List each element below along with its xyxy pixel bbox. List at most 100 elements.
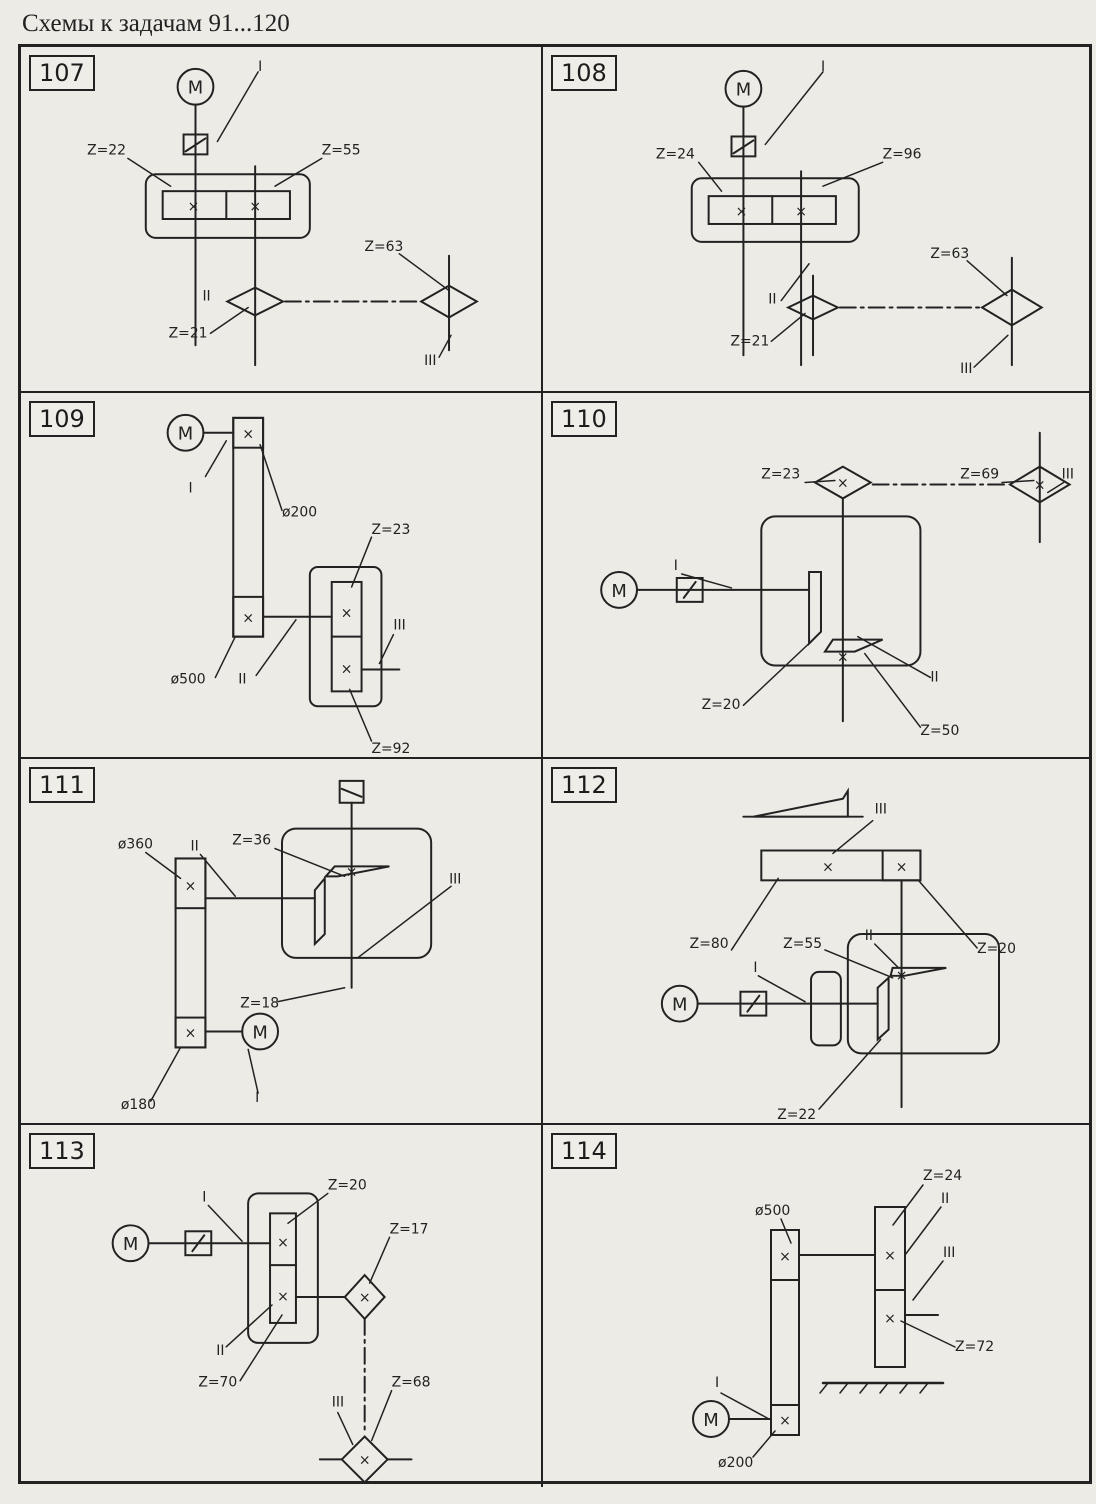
- shaft-label: I: [753, 960, 757, 976]
- coupling-mark: [184, 137, 207, 153]
- z-label: Z=24: [923, 1168, 962, 1184]
- z-label: Z=21: [731, 333, 770, 349]
- bevel-gear-driver: [808, 571, 822, 647]
- shaft-label: I: [258, 59, 262, 75]
- shaft-label: II: [768, 292, 776, 308]
- gearbox-housing: [247, 1192, 319, 1344]
- shaft-label: II: [202, 289, 210, 305]
- scheme-111-drawing: × × × M Z=36 ø360 II III Z=18 ø180 I: [118, 779, 461, 1113]
- diameter-label: ø360: [118, 837, 153, 853]
- bevel-gear-driver: [313, 875, 326, 947]
- scheme-109: 109 M × × × × I ø200 Z=23 III ø500: [21, 393, 543, 759]
- shaft-label: II: [190, 838, 198, 854]
- shaft-label: I: [189, 480, 193, 496]
- coupling-mark: [682, 580, 697, 599]
- scheme-112-drawing: × × M × III Z=80 Z=55 II Z=20 I: [660, 787, 1016, 1123]
- rack-icon: [753, 787, 849, 818]
- bevel-gear-large: [980, 288, 1044, 327]
- coupling-mark: [746, 994, 761, 1013]
- diameter-label: ø200: [718, 1455, 753, 1471]
- z-label: Z=20: [702, 697, 741, 713]
- gear-mark: ×: [736, 204, 748, 220]
- shaft-label: III: [875, 802, 887, 818]
- scheme-number: 111: [29, 767, 95, 803]
- shaft-label: I: [715, 1375, 719, 1391]
- gear-mark: ×: [822, 859, 834, 875]
- gearbox-housing: [281, 827, 433, 959]
- scheme-107-drawing: M × × I Z=22 Z=55 II Z=63 Z=21 III: [87, 59, 479, 369]
- gear-mark: ×: [779, 1249, 791, 1265]
- gear-mark: ×: [341, 606, 353, 622]
- gearbox-housing: [846, 933, 1000, 1055]
- gearbox-housing: [760, 515, 922, 667]
- gear-pair: [269, 1212, 297, 1324]
- coupling-mark: [732, 139, 755, 155]
- bevel-gear-driven: [823, 638, 884, 653]
- bevel-gear-driven: [323, 865, 390, 878]
- motor-label: M: [252, 1022, 267, 1043]
- shaft-label: II: [238, 671, 246, 687]
- shaft-label: I: [255, 1090, 259, 1106]
- gear-mark: ×: [896, 859, 908, 875]
- gear-mark: ×: [341, 661, 353, 677]
- gear-mark: ×: [779, 1413, 791, 1429]
- shaft-label: I: [202, 1189, 206, 1205]
- scheme-111: 111 × × × M Z=36 ø360 II III: [21, 759, 543, 1125]
- shaft-label: III: [1062, 467, 1074, 483]
- schemes-grid: 107 M × × I Z=22 Z=55 II Z=63: [18, 44, 1092, 1487]
- gearbox-housing: [690, 177, 860, 243]
- gearbox-housing: [144, 173, 311, 239]
- motor-label: M: [611, 581, 626, 602]
- scheme-112: 112 × × M × III Z=80 Z=55 II: [543, 759, 1092, 1125]
- scheme-number: 109: [29, 401, 95, 437]
- coupling-icon: [182, 133, 209, 156]
- z-label: Z=22: [777, 1107, 816, 1123]
- z-label: Z=92: [372, 741, 411, 757]
- bevel-gear-large: [419, 284, 479, 319]
- z-label: Z=36: [232, 833, 271, 849]
- scheme-107: 107 M × × I Z=22 Z=55 II Z=63: [21, 47, 543, 393]
- shaft-label: III: [943, 1245, 955, 1261]
- gear-mark: ×: [837, 475, 849, 491]
- scheme-108-drawing: M × × I Z=24 Z=96 II Z=63 Z=21: [656, 59, 1044, 377]
- diameter-label: ø500: [171, 671, 206, 687]
- gearbox-housing: [308, 566, 383, 708]
- shaft-label: II: [865, 928, 873, 944]
- z-label: Z=22: [87, 142, 126, 158]
- z-label: Z=63: [365, 239, 404, 255]
- pulley-small: [232, 416, 265, 449]
- gear-mark: ×: [277, 1235, 289, 1251]
- z-label: Z=69: [960, 467, 999, 483]
- diameter-label: ø180: [121, 1097, 156, 1113]
- gear-mark: ×: [884, 1248, 896, 1264]
- gear-mark: ×: [359, 1290, 371, 1306]
- z-label: Z=55: [322, 142, 361, 158]
- shaft-label: II: [216, 1343, 224, 1359]
- z-label: Z=55: [783, 936, 822, 952]
- scheme-114-drawing: × × M × × Z=24 ø500 II III: [692, 1168, 994, 1471]
- belt-drive: [232, 416, 265, 638]
- shaft-label: III: [424, 353, 436, 369]
- gear-mark: ×: [185, 1025, 197, 1041]
- bevel-gear-small: [225, 286, 286, 317]
- z-label: Z=20: [328, 1177, 367, 1193]
- z-label: Z=68: [392, 1375, 431, 1391]
- gear-mark: ×: [242, 427, 254, 443]
- motor-label: M: [703, 1410, 719, 1431]
- gear-mark: ×: [242, 611, 254, 627]
- motor-label: M: [123, 1234, 138, 1255]
- z-label: Z=70: [198, 1375, 237, 1391]
- coupling-mark: [191, 1234, 206, 1253]
- shaft-label: III: [393, 618, 405, 634]
- z-label: Z=17: [390, 1221, 429, 1237]
- scheme-114: 114 × × M × × Z=24 ø500: [543, 1125, 1092, 1487]
- pulley-small: [174, 1016, 207, 1049]
- bevel-gear-small: [785, 294, 841, 321]
- z-label: Z=72: [955, 1339, 994, 1355]
- gear-mark: ×: [277, 1289, 289, 1305]
- motor-label: M: [178, 424, 193, 445]
- z-label: Z=96: [883, 146, 922, 162]
- diameter-label: ø200: [282, 504, 317, 520]
- shaft-label: II: [930, 669, 938, 685]
- coupling-icon: [739, 990, 768, 1017]
